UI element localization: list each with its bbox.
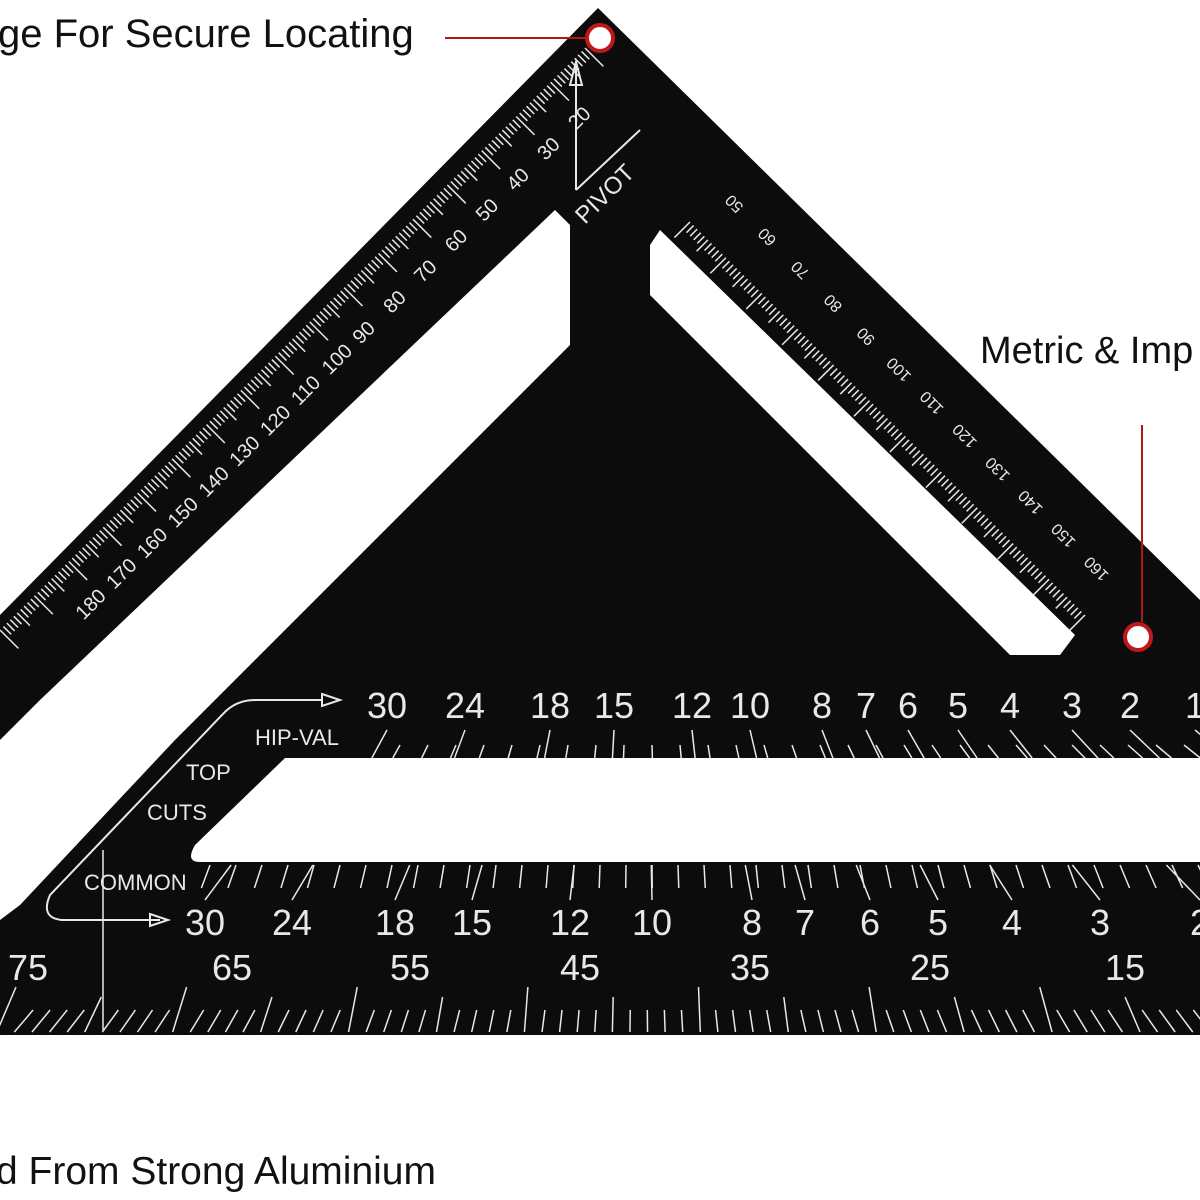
common-number: 30	[185, 902, 225, 943]
hip-val-number: 3	[1062, 685, 1082, 726]
hip-val-number: 24	[445, 685, 485, 726]
pivot-arrow-icon	[568, 58, 641, 191]
hip-val-number: 12	[672, 685, 712, 726]
common-number: 2	[1190, 902, 1200, 943]
common-number: 3	[1090, 902, 1110, 943]
degree-number: 55	[390, 947, 430, 988]
callout-secure-locating: ge For Secure Locating	[0, 12, 414, 56]
cuts-label: CUTS	[147, 800, 207, 825]
callout-metric-imperial: Metric & Imp	[980, 330, 1194, 372]
common-number: 18	[375, 902, 415, 943]
horizontal-slot	[191, 758, 1200, 862]
pivot-hole	[585, 23, 615, 53]
common-number: 7	[795, 902, 815, 943]
hip-val-label: HIP-VAL	[255, 725, 339, 750]
edge-hole	[1123, 622, 1153, 652]
hip-val-number: 6	[898, 685, 918, 726]
common-number: 6	[860, 902, 880, 943]
degree-number: 15	[1105, 947, 1145, 988]
hip-val-number: 8	[812, 685, 832, 726]
hip-val-number: 7	[856, 685, 876, 726]
hypotenuse-slot	[650, 230, 1075, 655]
degree-number: 65	[212, 947, 252, 988]
cut-guide-arrow-icon	[46, 692, 344, 928]
common-number: 5	[928, 902, 948, 943]
common-number: 12	[550, 902, 590, 943]
top-label: TOP	[186, 760, 231, 785]
common-label: COMMON	[84, 870, 187, 895]
hip-val-number: 2	[1120, 685, 1140, 726]
common-number: 24	[272, 902, 312, 943]
hip-val-number: 4	[1000, 685, 1020, 726]
hip-val-number: 5	[948, 685, 968, 726]
hip-val-number: 1	[1185, 685, 1200, 726]
common-number: 15	[452, 902, 492, 943]
degree-number: 75	[8, 947, 48, 988]
hip-val-number: 18	[530, 685, 570, 726]
hip-val-number: 15	[594, 685, 634, 726]
common-number: 10	[632, 902, 672, 943]
common-number: 8	[742, 902, 762, 943]
degree-number: 25	[910, 947, 950, 988]
callout-strong-aluminium: d From Strong Aluminium	[0, 1150, 436, 1193]
left-cutout	[0, 210, 570, 920]
common-number: 4	[1002, 902, 1022, 943]
hip-val-number: 10	[730, 685, 770, 726]
degree-number: 45	[560, 947, 600, 988]
hip-val-number: 30	[367, 685, 407, 726]
degree-number: 35	[730, 947, 770, 988]
